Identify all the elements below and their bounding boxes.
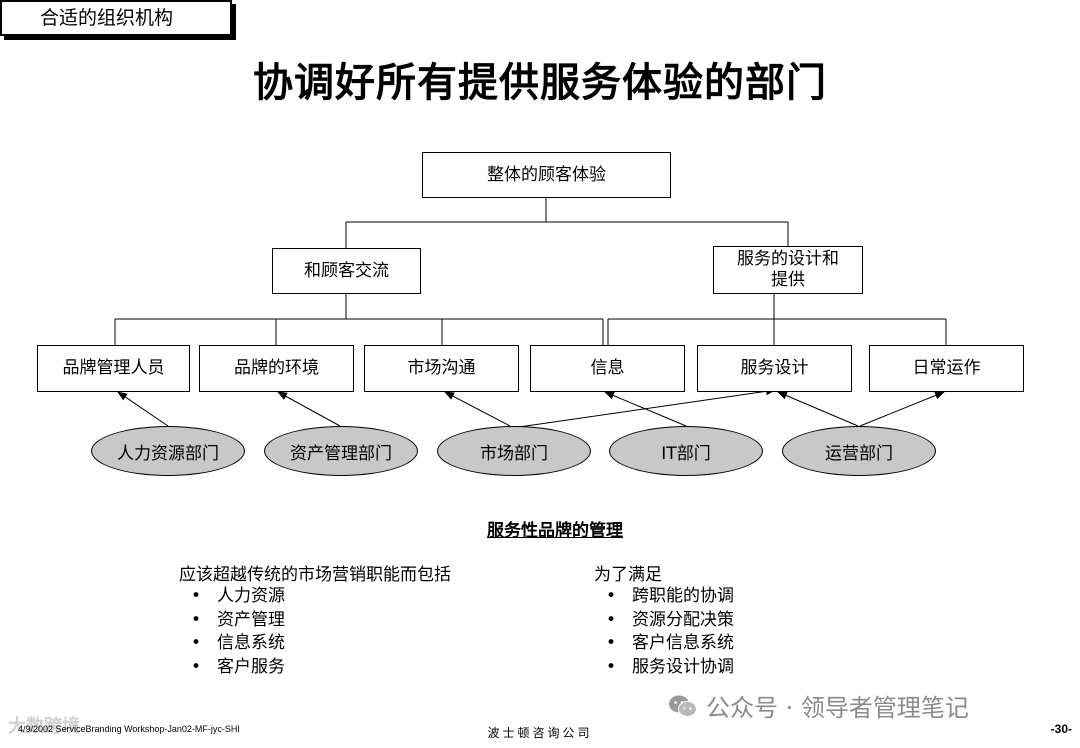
dept-operations: 运营部门 (782, 426, 936, 476)
list-item: 跨职能的协调 (594, 585, 734, 609)
dept-marketing: 市场部门 (437, 426, 591, 476)
section-tag: 合适的组织机构 (0, 0, 232, 36)
wechat-watermark: 公众号 · 领导者管理笔记 (668, 688, 969, 723)
management-title: 服务性品牌的管理 (487, 521, 623, 541)
node-market-communication: 市场沟通 (364, 345, 519, 392)
right-list-heading: 为了满足 (594, 565, 662, 585)
footer-document-id: 4/9/2002 ServiceBranding Workshop-Jan02-… (18, 724, 240, 734)
page-number: -30- (1050, 722, 1072, 736)
list-item: 人力资源 (179, 585, 451, 609)
arrow-marketing-to-comms (444, 391, 511, 427)
arrow-hr-to-brand-manager (117, 391, 169, 427)
dept-it: IT部门 (609, 426, 763, 476)
node-service-design: 服务设计 (697, 345, 852, 392)
watermark-left: 大数跨境 (8, 716, 80, 737)
node-information: 信息 (530, 345, 685, 392)
arrow-ops-to-daily-ops (859, 391, 945, 427)
arrow-ops-to-service-design (777, 391, 859, 427)
list-item: 服务设计协调 (594, 656, 734, 680)
node-service-design-delivery: 服务的设计和 提供 (713, 246, 863, 294)
list-item: 客户信息系统 (594, 632, 734, 656)
footer-company: 波士顿咨询公司 (487, 726, 593, 740)
left-list-heading: 应该超越传统的市场营销职能而包括 (179, 565, 451, 585)
arrow-it-to-info (604, 391, 687, 427)
wechat-account-text: 公众号 · 领导者管理笔记 (706, 694, 969, 722)
node-brand-environment: 品牌的环境 (199, 345, 354, 392)
list-item: 资产管理 (179, 609, 451, 633)
wechat-icon (669, 695, 697, 717)
dept-asset-management: 资产管理部门 (264, 426, 418, 476)
arrow-asset-to-brand-env (277, 391, 341, 427)
dept-hr: 人力资源部门 (91, 426, 245, 476)
right-list-block: 为了满足 跨职能的协调 资源分配决策 客户信息系统 服务设计协调 (594, 560, 734, 679)
node-overall-customer-experience: 整体的顾客体验 (422, 152, 671, 198)
left-list-block: 应该超越传统的市场营销职能而包括 人力资源 资产管理 信息系统 客户服务 (179, 560, 451, 679)
left-bullet-list: 人力资源 资产管理 信息系统 客户服务 (179, 585, 451, 679)
list-item: 资源分配决策 (594, 609, 734, 633)
node-customer-communication: 和顾客交流 (272, 248, 421, 294)
node-brand-manager: 品牌管理人员 (37, 345, 190, 392)
arrow-marketing-to-service-design (511, 387, 776, 429)
right-bullet-list: 跨职能的协调 资源分配决策 客户信息系统 服务设计协调 (594, 585, 734, 679)
list-item: 客户服务 (179, 656, 451, 680)
node-daily-operations: 日常运作 (869, 345, 1024, 392)
page-title: 协调好所有提供服务体验的部门 (253, 60, 827, 106)
list-item: 信息系统 (179, 632, 451, 656)
